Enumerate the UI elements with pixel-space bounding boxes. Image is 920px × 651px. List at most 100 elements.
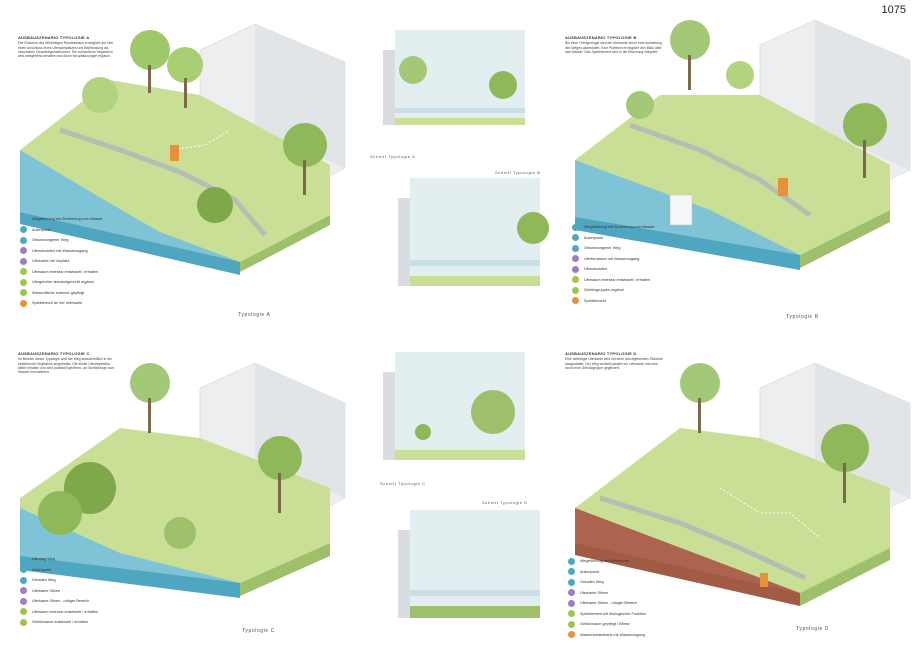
diagram-b-text: Bei einer Ortstypologie wird die Uferkan… (565, 41, 662, 54)
legend-item: Ankerpunkt (20, 225, 170, 236)
diagram-d-heading: AUSBAUSZENARIO TYPOLOGIE D (565, 351, 637, 356)
legend-item: Geraden Weg (20, 575, 170, 586)
legend-marker (20, 299, 27, 307)
diagram-typologie-d: AUSBAUSZENARIO TYPOLOGIE D Eine befestig… (560, 348, 920, 648)
legend-text: Gehölzsaum gepflegt / Wiese (580, 622, 630, 627)
legend-item: Geschwungener Weg (20, 235, 170, 246)
section-b (398, 178, 550, 296)
legend-text: Ankerpunkt (32, 567, 52, 572)
legend-text: Ufersaum extensiv entwickelt / erhalten (584, 277, 651, 282)
legend-item: Gehölzgruppen ergänzt (572, 285, 722, 296)
legend-text: Ufersitzstufen mit Wasserzugang (32, 248, 88, 253)
legend-marker (572, 234, 579, 242)
legend-item: Wasserkantenbank mit Wasserzugang (568, 630, 718, 641)
legend-text: Spielbereich an der Uferkante (32, 301, 83, 306)
diagram-b-description: AUSBAUSZENARIO TYPOLOGIE B Bei einer Ort… (565, 35, 665, 54)
legend-marker (568, 568, 575, 576)
legend-marker (20, 618, 27, 626)
diagram-d-illustration (575, 362, 911, 606)
legend-marker (572, 286, 579, 294)
legend-marker (568, 557, 575, 565)
legend-marker (20, 566, 27, 574)
legend-marker (568, 610, 575, 618)
section-c (383, 352, 535, 470)
diagram-d-description: AUSBAUSZENARIO TYPOLOGIE D Eine befestig… (565, 351, 665, 370)
legend-text: Ankerpunkt (32, 227, 52, 232)
section-a-label: Schnitt Typologie A (370, 154, 416, 159)
legend-item: Spielelement mit ökologischer Funktion (568, 609, 718, 620)
legend-item: Ankerpunkt (568, 567, 718, 578)
diagram-c-description: AUSBAUSZENARIO TYPOLOGIE C Im Bereich di… (18, 351, 118, 375)
legend-text: Ufersaum extensiv entwickelt / erhalten (32, 269, 99, 274)
legend-text: Uferkante mit Vorplatz (32, 259, 70, 264)
legend-text: Ankerpunkt (580, 569, 600, 574)
legend-item: Ankerpunkt (572, 233, 722, 244)
legend-marker (568, 578, 575, 586)
diagram-typologie-b: AUSBAUSZENARIO TYPOLOGIE B Bei einer Ort… (560, 0, 920, 330)
diagram-typologie-c: AUSBAUSZENARIO TYPOLOGIE C Im Bereich di… (0, 348, 350, 648)
legend-text: Spielelement (584, 298, 606, 303)
legend-marker (20, 587, 27, 595)
legend-item: Spielbereich an der Uferkante (20, 298, 170, 309)
legend-text: Uferkante Sitzen - ruhiger Bereich (580, 601, 638, 606)
diagram-d-text: Eine befestigte Uferkante wird mit einer… (565, 357, 663, 370)
legend-marker (20, 215, 27, 223)
legend-item: Ufergehölze standortgerecht ergänzt (20, 277, 170, 288)
legend-item: Ankerpunkt (20, 565, 170, 576)
legend-text: Wiesenfläche extensiv gepflegt (32, 290, 85, 295)
legend-marker (572, 265, 579, 273)
diagram-a-text: Der Rückbau des Wildhütigen Randeinbaus … (18, 41, 114, 59)
legend-text: Uferkante Sitzen (32, 588, 61, 593)
legend-marker (20, 236, 27, 244)
diagram-c-heading: AUSBAUSZENARIO TYPOLOGIE C (18, 351, 90, 356)
legend-item: Gehölzsaum gepflegt / Wiese (568, 619, 718, 630)
diagram-a-illustration (20, 23, 346, 275)
legend-marker (20, 576, 27, 584)
legend-item: Ufersaum extensiv entwickelt / erhalten (20, 267, 170, 278)
legend-marker (572, 255, 579, 263)
legend-item: Uferterrassen mit Wasserzugang (572, 254, 722, 265)
legend-text: Uferweg Weg (32, 557, 55, 562)
legend-text: Geraden Weg (580, 580, 604, 585)
diagram-d-label: Typologie D (796, 626, 830, 632)
legend-marker (572, 244, 579, 252)
legend-marker (20, 608, 27, 616)
legend-text: Wegeführung mit Sichtbezug zum Wasser (32, 217, 103, 222)
legend-marker (20, 597, 27, 605)
diagram-a-description: AUSBAUSZENARIO TYPOLOGIE A Der Rückbau d… (18, 35, 118, 59)
legend-marker (20, 555, 27, 563)
section-a (383, 30, 535, 135)
legend-text: Ufersitzstufen (584, 267, 608, 272)
legend-marker (20, 289, 27, 297)
legend-marker (568, 631, 575, 639)
legend-item: Uferkante mit Vorplatz (20, 256, 170, 267)
diagram-c-text: Im Bereich dieser Typologie wird der Weg… (18, 357, 115, 375)
legend-item: Wiesenfläche extensiv gepflegt (20, 288, 170, 299)
legend-text: Geschwungener Weg (32, 238, 69, 243)
legend-text: Ankerpunkt (584, 235, 604, 240)
legend-item: Ufersitzstufen (572, 264, 722, 275)
diagram-b-heading: AUSBAUSZENARIO TYPOLOGIE B (565, 35, 637, 40)
legend-item: Uferkante Sitzen - ruhiger Bereich (20, 596, 170, 607)
legend-text: Uferterrassen mit Wasserzugang (584, 256, 640, 261)
legend-text: Uferkante Sitzen (580, 590, 609, 595)
legend-marker (20, 257, 27, 265)
legend-item: Uferweg Weg (20, 554, 170, 565)
page-number: 1075 (881, 4, 906, 16)
legend-item: Ufersitzstufen mit Wasserzugang (20, 246, 170, 257)
legend-marker (572, 223, 579, 231)
legend-item: Wegeführung mit Sichtbezug zum Wasser (572, 222, 722, 233)
section-d-label: Schnitt Typologie D (482, 500, 528, 505)
section-d (398, 510, 550, 628)
legend-marker (568, 599, 575, 607)
legend-marker (20, 268, 27, 276)
legend-item: Geschwungener Weg (572, 243, 722, 254)
legend-item: Uferkante Sitzen - ruhiger Bereich (568, 598, 718, 609)
section-b-label: Schnitt Typologie B (495, 170, 541, 175)
legend-item: Wegeführung mit Sitzmauern (568, 556, 718, 567)
section-c-label: Schnitt Typologie C (380, 481, 426, 486)
